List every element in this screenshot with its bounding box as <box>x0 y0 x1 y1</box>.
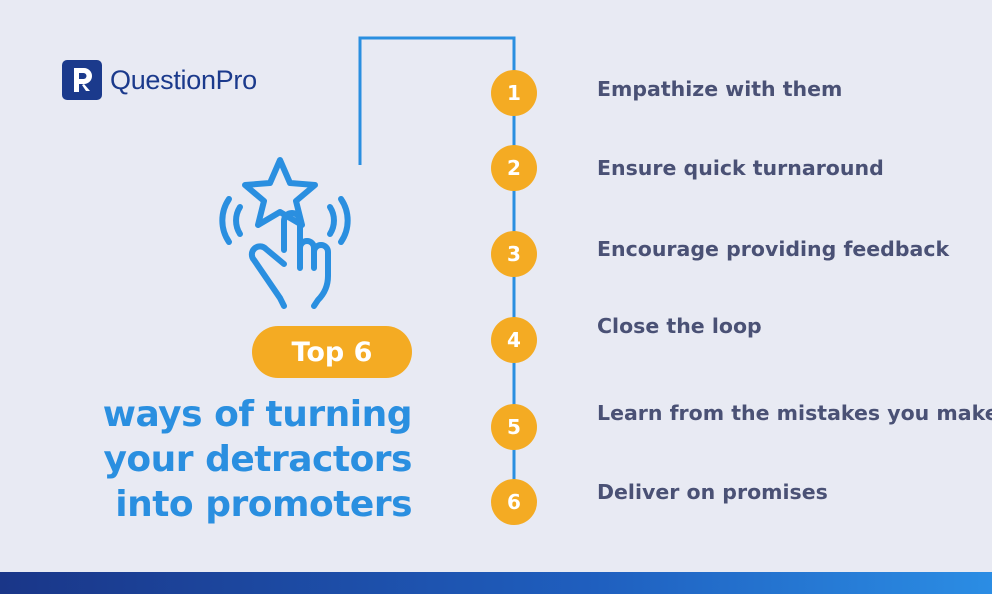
step-text: Close the loop <box>597 314 762 338</box>
step-text: Empathize with them <box>597 77 843 101</box>
step-number-badge: 1 <box>491 70 537 116</box>
step-text: Encourage providing feedback <box>597 237 950 261</box>
step-number-badge: 3 <box>491 231 537 277</box>
step-number-badge: 4 <box>491 317 537 363</box>
headline-line: into promoters <box>115 484 412 525</box>
headline: ways of turning your detractors into pro… <box>92 392 413 527</box>
top-count-badge: Top 6 <box>252 326 412 378</box>
step-number-badge: 6 <box>491 479 537 525</box>
footer-bar <box>0 572 992 594</box>
step-text: Ensure quick turnaround <box>597 156 884 180</box>
brand-logo: QuestionPro <box>62 60 257 100</box>
step-number-badge: 2 <box>491 145 537 191</box>
questionpro-logo-icon <box>62 60 102 100</box>
headline-line: your detractors <box>103 439 412 480</box>
headline-line: ways of turning <box>102 394 413 435</box>
brand-name: QuestionPro <box>110 64 257 95</box>
step-text: Deliver on promises <box>597 480 828 504</box>
step-text: Learn from the mistakes you make <box>597 401 992 425</box>
star-tap-hand-icon <box>219 157 351 309</box>
step-number-badge: 5 <box>491 404 537 450</box>
